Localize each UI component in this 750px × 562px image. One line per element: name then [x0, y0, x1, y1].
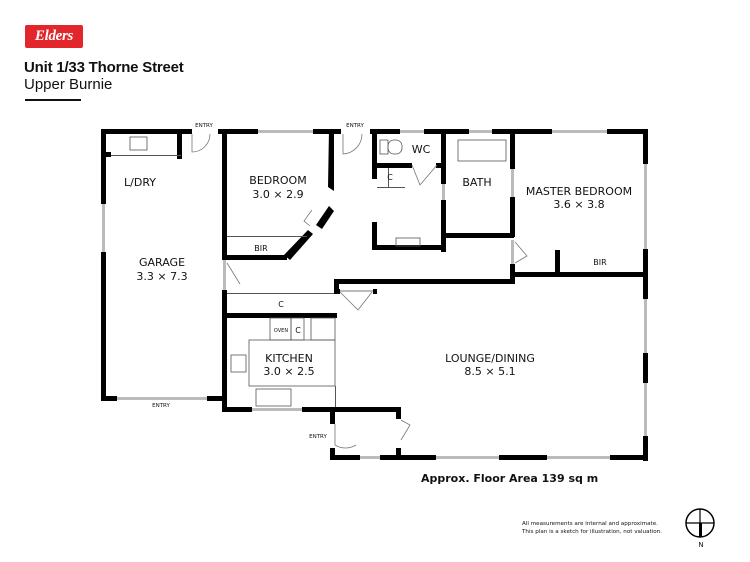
- entry-label-laundry: ENTRY: [195, 123, 213, 129]
- header-divider: [25, 99, 81, 101]
- elders-logo: Elders: [25, 25, 83, 48]
- entry-label-hall: ENTRY: [346, 123, 364, 129]
- room-kitchen-label: KITCHEN: [265, 352, 313, 365]
- walls: [101, 129, 648, 461]
- master-bir-label: BIR: [593, 258, 607, 267]
- entry-label-garage: ENTRY: [152, 403, 170, 409]
- disclaimer: All measurements are internal and approx…: [522, 521, 662, 535]
- room-bedroom-dims: 3.0 × 2.9: [252, 188, 303, 201]
- property-suburb: Upper Burnie: [24, 76, 113, 93]
- room-wc-label: WC: [412, 143, 431, 156]
- kitchen-cupboard-label: C: [295, 326, 301, 335]
- north-compass-icon: N: [685, 508, 715, 549]
- bedroom-bir-label: BIR: [254, 244, 268, 253]
- room-garage-dims: 3.3 × 7.3: [136, 270, 187, 283]
- fixture-labels: BIR BIR C C C OVEN ENTRY ENTRY ENTRY ENT…: [152, 123, 607, 440]
- entry-label-front: ENTRY: [309, 434, 327, 440]
- compass-n-label: N: [698, 541, 703, 549]
- room-master-bedroom-label: MASTER BEDROOM: [526, 185, 632, 198]
- room-labels: L/DRY GARAGE 3.3 × 7.3 BEDROOM 3.0 × 2.9…: [124, 143, 632, 378]
- wc-cupboard-label: C: [387, 173, 393, 182]
- room-garage-label: GARAGE: [139, 256, 185, 269]
- oven-label: OVEN: [274, 328, 288, 334]
- door-swings: [191, 133, 528, 449]
- room-bath-label: BATH: [462, 176, 491, 189]
- room-ldry-label: L/DRY: [124, 176, 156, 189]
- floor-area: Approx. Floor Area 139 sq m: [421, 472, 599, 485]
- room-master-bedroom-dims: 3.6 × 3.8: [553, 198, 604, 211]
- room-lounge-dining-label: LOUNGE/DINING: [445, 352, 535, 365]
- corridor-cupboard-label: C: [278, 300, 284, 309]
- room-bedroom-label: BEDROOM: [249, 174, 306, 187]
- room-lounge-dining-dims: 8.5 × 5.1: [464, 365, 515, 378]
- room-kitchen-dims: 3.0 × 2.5: [263, 365, 314, 378]
- property-address: Unit 1/33 Thorne Street: [24, 59, 184, 76]
